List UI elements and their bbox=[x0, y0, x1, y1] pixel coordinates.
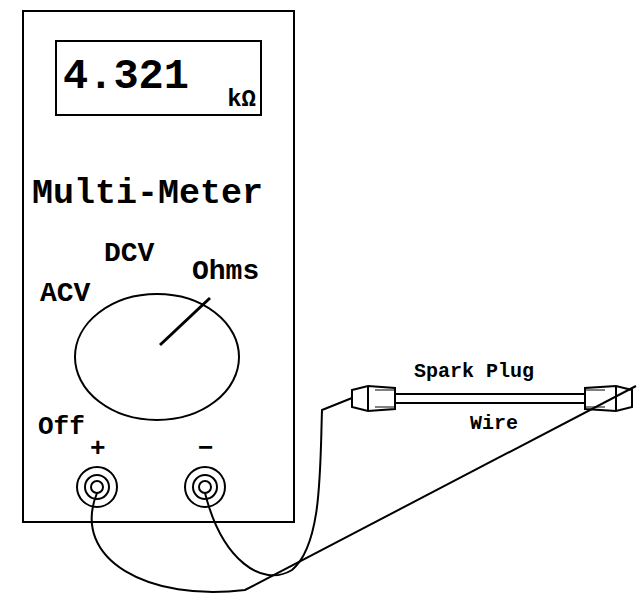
spark-plug-wire bbox=[352, 386, 632, 411]
display-window: 4.321 kΩ bbox=[55, 40, 262, 116]
display-unit: kΩ bbox=[227, 88, 256, 112]
terminal-label: − bbox=[198, 436, 214, 462]
minus-terminal bbox=[185, 467, 225, 507]
multimeter-body: Multi-MeterACV DCV OhmsOff+ − 4.321 kΩ bbox=[22, 10, 295, 523]
dial-pointer bbox=[160, 298, 210, 345]
dial-label: Ohms bbox=[192, 258, 259, 286]
dial-label: ACV bbox=[40, 280, 90, 308]
test-lead bbox=[92, 386, 636, 592]
dial-label: DCV bbox=[104, 240, 154, 268]
part-label: Spark Plug bbox=[414, 362, 534, 382]
display-reading: 4.321 bbox=[63, 56, 189, 98]
terminal-label: + bbox=[90, 436, 106, 462]
part-label: Wire bbox=[470, 414, 518, 434]
test-lead bbox=[205, 398, 352, 575]
dial-label: Off bbox=[38, 414, 85, 440]
plus-terminal bbox=[77, 467, 117, 507]
meter-name: Multi-Meter bbox=[32, 177, 263, 212]
selector-dial bbox=[75, 294, 239, 420]
